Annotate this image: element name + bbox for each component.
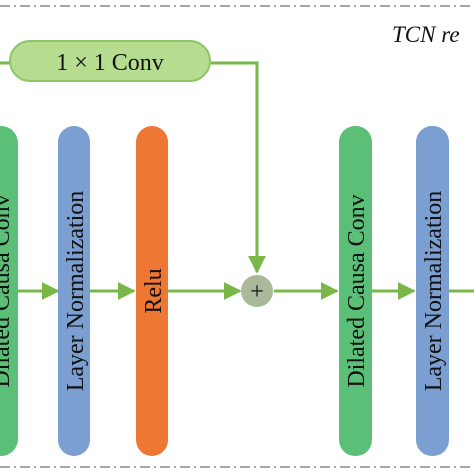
residual-adder-node — [241, 275, 273, 307]
block-layer-normalization-2-label: Layer Normalization — [421, 191, 447, 392]
block-dilated-causal-conv-2-label: Dilated Causa Conv — [344, 194, 370, 387]
block-relu — [136, 126, 168, 456]
block-relu-label: Relu — [141, 268, 167, 313]
block-dilated-causal-conv-2 — [339, 126, 372, 456]
skip-connection-arrow-out — [210, 61, 266, 274]
conv-1x1-box — [9, 40, 211, 82]
residual-adder-plus-symbol: + — [250, 279, 264, 305]
conv-1x1-label: 1 × 1 Conv — [56, 50, 164, 76]
block-layer-normalization-1 — [58, 126, 90, 456]
block-dilated-causal-conv-1 — [0, 126, 18, 456]
block-dilated-causal-conv-1-label: Dilated Causa Conv — [0, 194, 15, 387]
diagram-title: TCN re — [392, 22, 460, 47]
block-layer-normalization-1-label: Layer Normalization — [63, 191, 89, 392]
block-layer-normalization-2 — [416, 126, 449, 456]
